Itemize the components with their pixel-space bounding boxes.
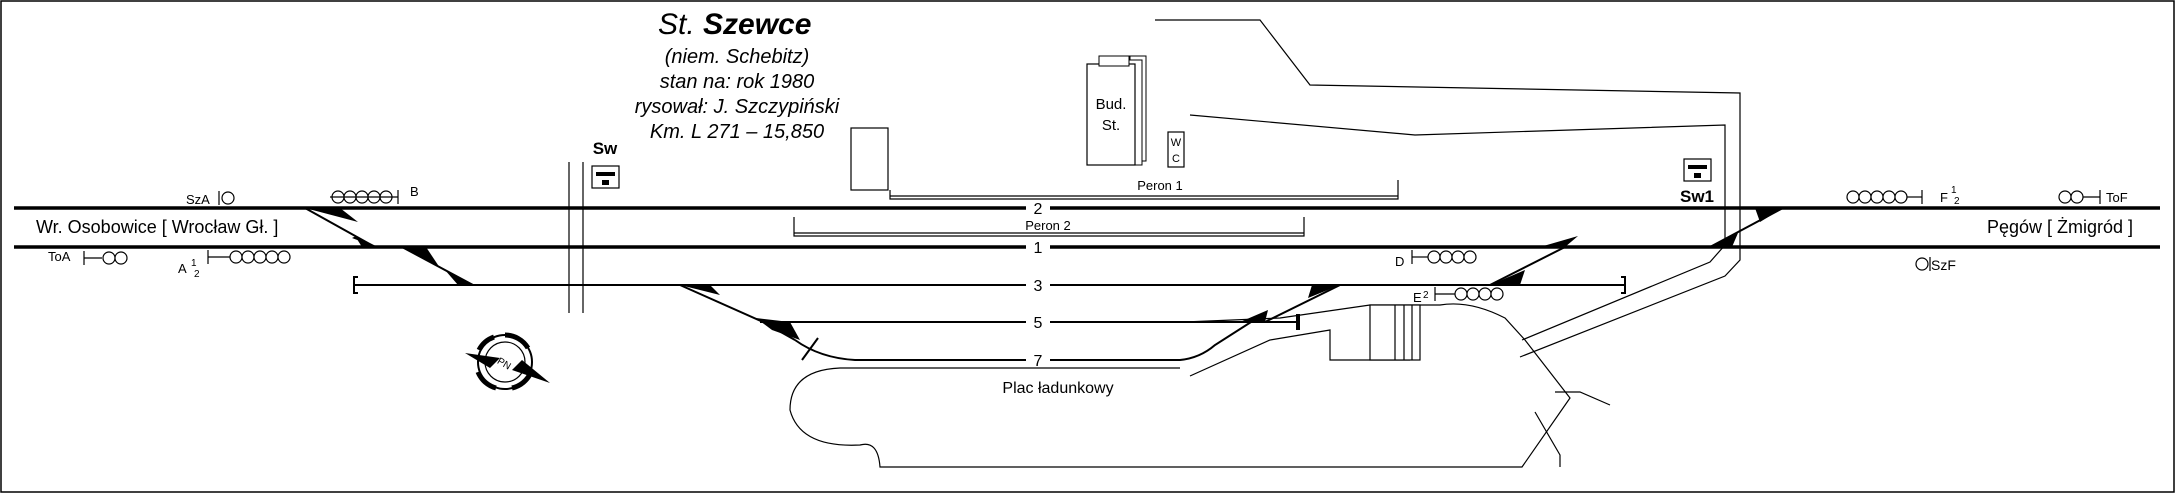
track-number-1: 1 xyxy=(1034,240,1043,257)
svg-text:St. Szewce: St. Szewce xyxy=(658,8,811,41)
road-upper xyxy=(1155,19,1741,358)
station-building: Bud. St. xyxy=(1086,55,1147,166)
signal-F: F 1 2 xyxy=(1846,185,1960,207)
svg-text:B: B xyxy=(410,184,419,199)
signal-D: D xyxy=(1395,250,1477,269)
direction-left-label: Wr. Osobowice [ Wrocław Gł. ] xyxy=(36,217,278,237)
signal-box-sw: Sw xyxy=(591,139,620,189)
svg-text:E: E xyxy=(1413,290,1422,305)
road-crossing xyxy=(568,162,584,313)
track-7-derailer xyxy=(801,337,819,361)
loading-yard-road-inner xyxy=(1189,329,1410,377)
platform-2 xyxy=(793,217,1305,237)
track-number-labels: 2 1 3 5 7 xyxy=(1026,199,1050,370)
track-number-3: 3 xyxy=(1034,278,1043,295)
signal-A: A 1 2 xyxy=(178,250,291,280)
svg-text:SzA: SzA xyxy=(186,192,210,207)
svg-text:2: 2 xyxy=(194,269,200,280)
subtitle-state-date: stan na: rok 1980 xyxy=(660,71,815,93)
signal-ToA: ToA xyxy=(48,249,128,265)
signal-SzF: SzF xyxy=(1915,257,1956,273)
svg-text:ToA: ToA xyxy=(48,249,71,264)
platform-2-label: Peron 2 xyxy=(1025,218,1071,233)
compass-north-arrow: PN xyxy=(465,332,550,391)
track-3-end-right xyxy=(1621,276,1626,294)
road-lower xyxy=(1189,114,1726,341)
track-7 xyxy=(794,314,1263,361)
signal-SzA: SzA xyxy=(186,191,235,207)
svg-text:C: C xyxy=(1172,153,1180,165)
svg-text:2: 2 xyxy=(1423,290,1429,301)
frog-markers xyxy=(305,208,1783,340)
station-building-label-2: St. xyxy=(1102,117,1120,134)
signal-box-sw1: Sw1 xyxy=(1680,158,1714,206)
svg-text:2: 2 xyxy=(1954,196,1960,207)
track-number-2: 2 xyxy=(1034,201,1043,218)
signal-B: B xyxy=(330,184,419,204)
title-block: St. Szewce (niem. Schebitz) stan na: rok… xyxy=(635,8,840,143)
track-number-5: 5 xyxy=(1034,315,1043,332)
svg-text:A: A xyxy=(178,261,187,276)
subtitle-german-name: (niem. Schebitz) xyxy=(665,46,810,68)
signal-ToF: ToF xyxy=(2058,190,2128,205)
outbuilding xyxy=(850,127,889,191)
title-station-name: Szewce xyxy=(703,8,811,41)
wc-building: W C xyxy=(1167,131,1185,168)
svg-text:Sw: Sw xyxy=(593,139,618,158)
subtitle-author: rysował: J. Szczypiński xyxy=(635,96,840,118)
direction-right-label: Pęgów [ Żmigród ] xyxy=(1987,217,2133,237)
svg-text:Sw1: Sw1 xyxy=(1680,187,1714,206)
loading-yard-road xyxy=(789,303,1571,468)
track-3-end-left xyxy=(353,276,358,294)
platform-1-label: Peron 1 xyxy=(1137,178,1183,193)
svg-text:1: 1 xyxy=(1951,185,1957,196)
svg-text:1: 1 xyxy=(191,258,197,269)
loading-yard-label: Plac ładunkowy xyxy=(1002,380,1113,397)
subtitle-kilometre: Km. L 271 – 15,850 xyxy=(650,121,824,143)
svg-text:F: F xyxy=(1940,190,1948,205)
title-prefix: St. xyxy=(658,8,695,41)
svg-text:W: W xyxy=(1171,137,1182,149)
track-5-stop-block xyxy=(1296,314,1300,330)
signal-E: E 2 xyxy=(1413,287,1504,305)
station-building-label-1: Bud. xyxy=(1096,96,1127,113)
svg-text:ToF: ToF xyxy=(2106,190,2128,205)
platform-1 xyxy=(889,180,1399,200)
svg-text:SzF: SzF xyxy=(1931,257,1956,273)
svg-text:D: D xyxy=(1395,254,1404,269)
loading-ramp xyxy=(1369,304,1421,361)
track-number-7: 7 xyxy=(1034,353,1043,370)
